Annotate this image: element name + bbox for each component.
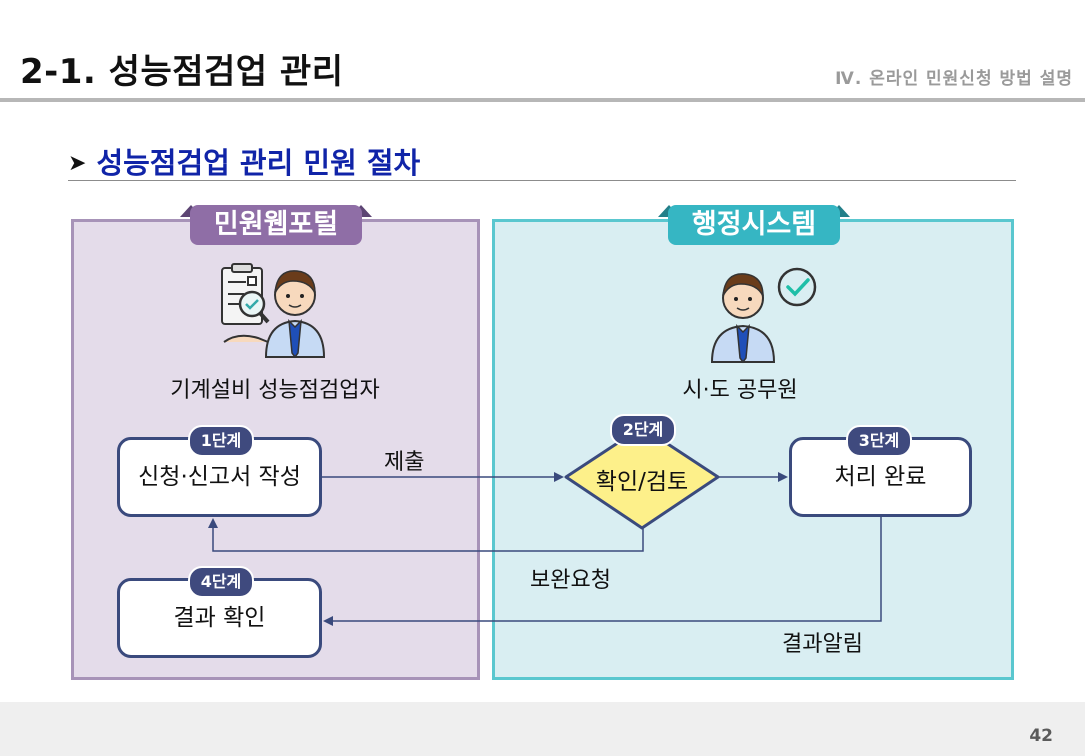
step4-box: 결과 확인 <box>117 578 322 658</box>
page-title: 2-1. 성능점검업 관리 <box>20 52 344 92</box>
arrow-bullet-icon: ➤ <box>68 151 87 176</box>
actor-applicant: 기계설비 성능점검업자 <box>170 378 380 403</box>
tab-civil-portal: 민원웹포털 <box>190 205 362 245</box>
header-divider <box>0 98 1085 102</box>
footer-bar <box>0 702 1085 756</box>
flow-label-supplement: 보완요청 <box>530 568 611 593</box>
step1-badge: 1단계 <box>188 425 254 457</box>
sub-heading-text: 성능점검업 관리 민원 절차 <box>96 146 421 180</box>
step2-label: 확인/검토 <box>595 469 689 495</box>
sub-heading-divider <box>68 180 1016 181</box>
step1-box: 신청·신고서 작성 <box>117 437 322 517</box>
section-label: Ⅳ. 온라인 민원신청 방법 설명 <box>835 69 1073 89</box>
step2-diamond <box>564 425 720 530</box>
arrow-supplement <box>208 518 644 552</box>
page-number: 42 <box>1029 726 1053 746</box>
flow-label-notify: 결과알림 <box>782 632 863 657</box>
check-circle-icon <box>777 267 817 307</box>
actor-official: 시·도 공무원 <box>682 378 798 403</box>
step3-badge: 3단계 <box>846 425 912 457</box>
official-person-icon <box>710 273 776 364</box>
clipboard-magnifier-icon <box>221 263 270 343</box>
arrow-notify <box>323 517 882 626</box>
flow-label-submit: 제출 <box>384 450 425 475</box>
sub-heading: ➤ 성능점검업 관리 민원 절차 <box>68 140 420 182</box>
applicant-person-icon <box>264 270 326 359</box>
tab-admin-system: 행정시스템 <box>668 205 840 245</box>
step4-badge: 4단계 <box>188 566 254 598</box>
step2-badge: 2단계 <box>610 414 676 446</box>
